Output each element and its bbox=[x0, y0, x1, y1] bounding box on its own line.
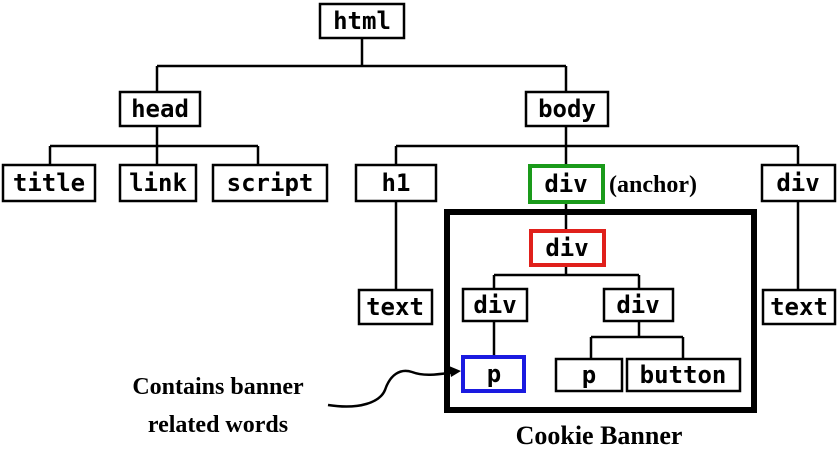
arrowhead-icon bbox=[449, 366, 461, 377]
svg-text:link: link bbox=[129, 169, 187, 197]
node-title: title bbox=[1, 163, 97, 203]
node-html: html bbox=[318, 2, 406, 40]
node-p-keyword: p bbox=[461, 355, 526, 393]
node-h1: h1 bbox=[354, 163, 438, 203]
svg-text:div: div bbox=[545, 234, 588, 262]
svg-text:script: script bbox=[227, 169, 314, 197]
anchor-label: (anchor) bbox=[609, 172, 697, 198]
node-head: head bbox=[118, 90, 202, 128]
node-link: link bbox=[118, 163, 198, 203]
svg-text:body: body bbox=[538, 95, 596, 123]
svg-text:text: text bbox=[366, 293, 424, 321]
svg-text:div: div bbox=[544, 170, 587, 198]
svg-text:div: div bbox=[616, 291, 659, 319]
svg-text:p: p bbox=[487, 360, 501, 388]
svg-text:div: div bbox=[776, 169, 819, 197]
svg-text:html: html bbox=[333, 7, 391, 35]
svg-text:h1: h1 bbox=[382, 169, 411, 197]
node-div-banner-root: div bbox=[529, 229, 606, 267]
node-button: button bbox=[625, 357, 742, 393]
svg-text:button: button bbox=[640, 361, 727, 389]
svg-text:div: div bbox=[473, 291, 516, 319]
node-div-mid: div bbox=[602, 287, 675, 323]
svg-text:p: p bbox=[582, 361, 596, 389]
cookie-banner-caption: Cookie Banner bbox=[516, 421, 683, 450]
svg-text:head: head bbox=[131, 95, 189, 123]
svg-text:text: text bbox=[770, 293, 828, 321]
tree-edges bbox=[48, 38, 800, 359]
node-div-right: div bbox=[760, 163, 837, 203]
node-div-anchor: div bbox=[528, 164, 605, 204]
annotation-line-1: Contains banner bbox=[132, 374, 304, 400]
node-text-right: text bbox=[761, 288, 837, 326]
cookie-banner-region bbox=[444, 209, 757, 413]
annotation-arrow bbox=[327, 369, 456, 408]
node-script: script bbox=[211, 163, 329, 203]
svg-text:title: title bbox=[13, 169, 85, 197]
node-body: body bbox=[524, 90, 610, 128]
node-text-h1: text bbox=[357, 288, 434, 326]
node-div-left: div bbox=[461, 287, 529, 323]
annotation-line-2: related words bbox=[148, 412, 288, 438]
node-p: p bbox=[554, 357, 624, 393]
